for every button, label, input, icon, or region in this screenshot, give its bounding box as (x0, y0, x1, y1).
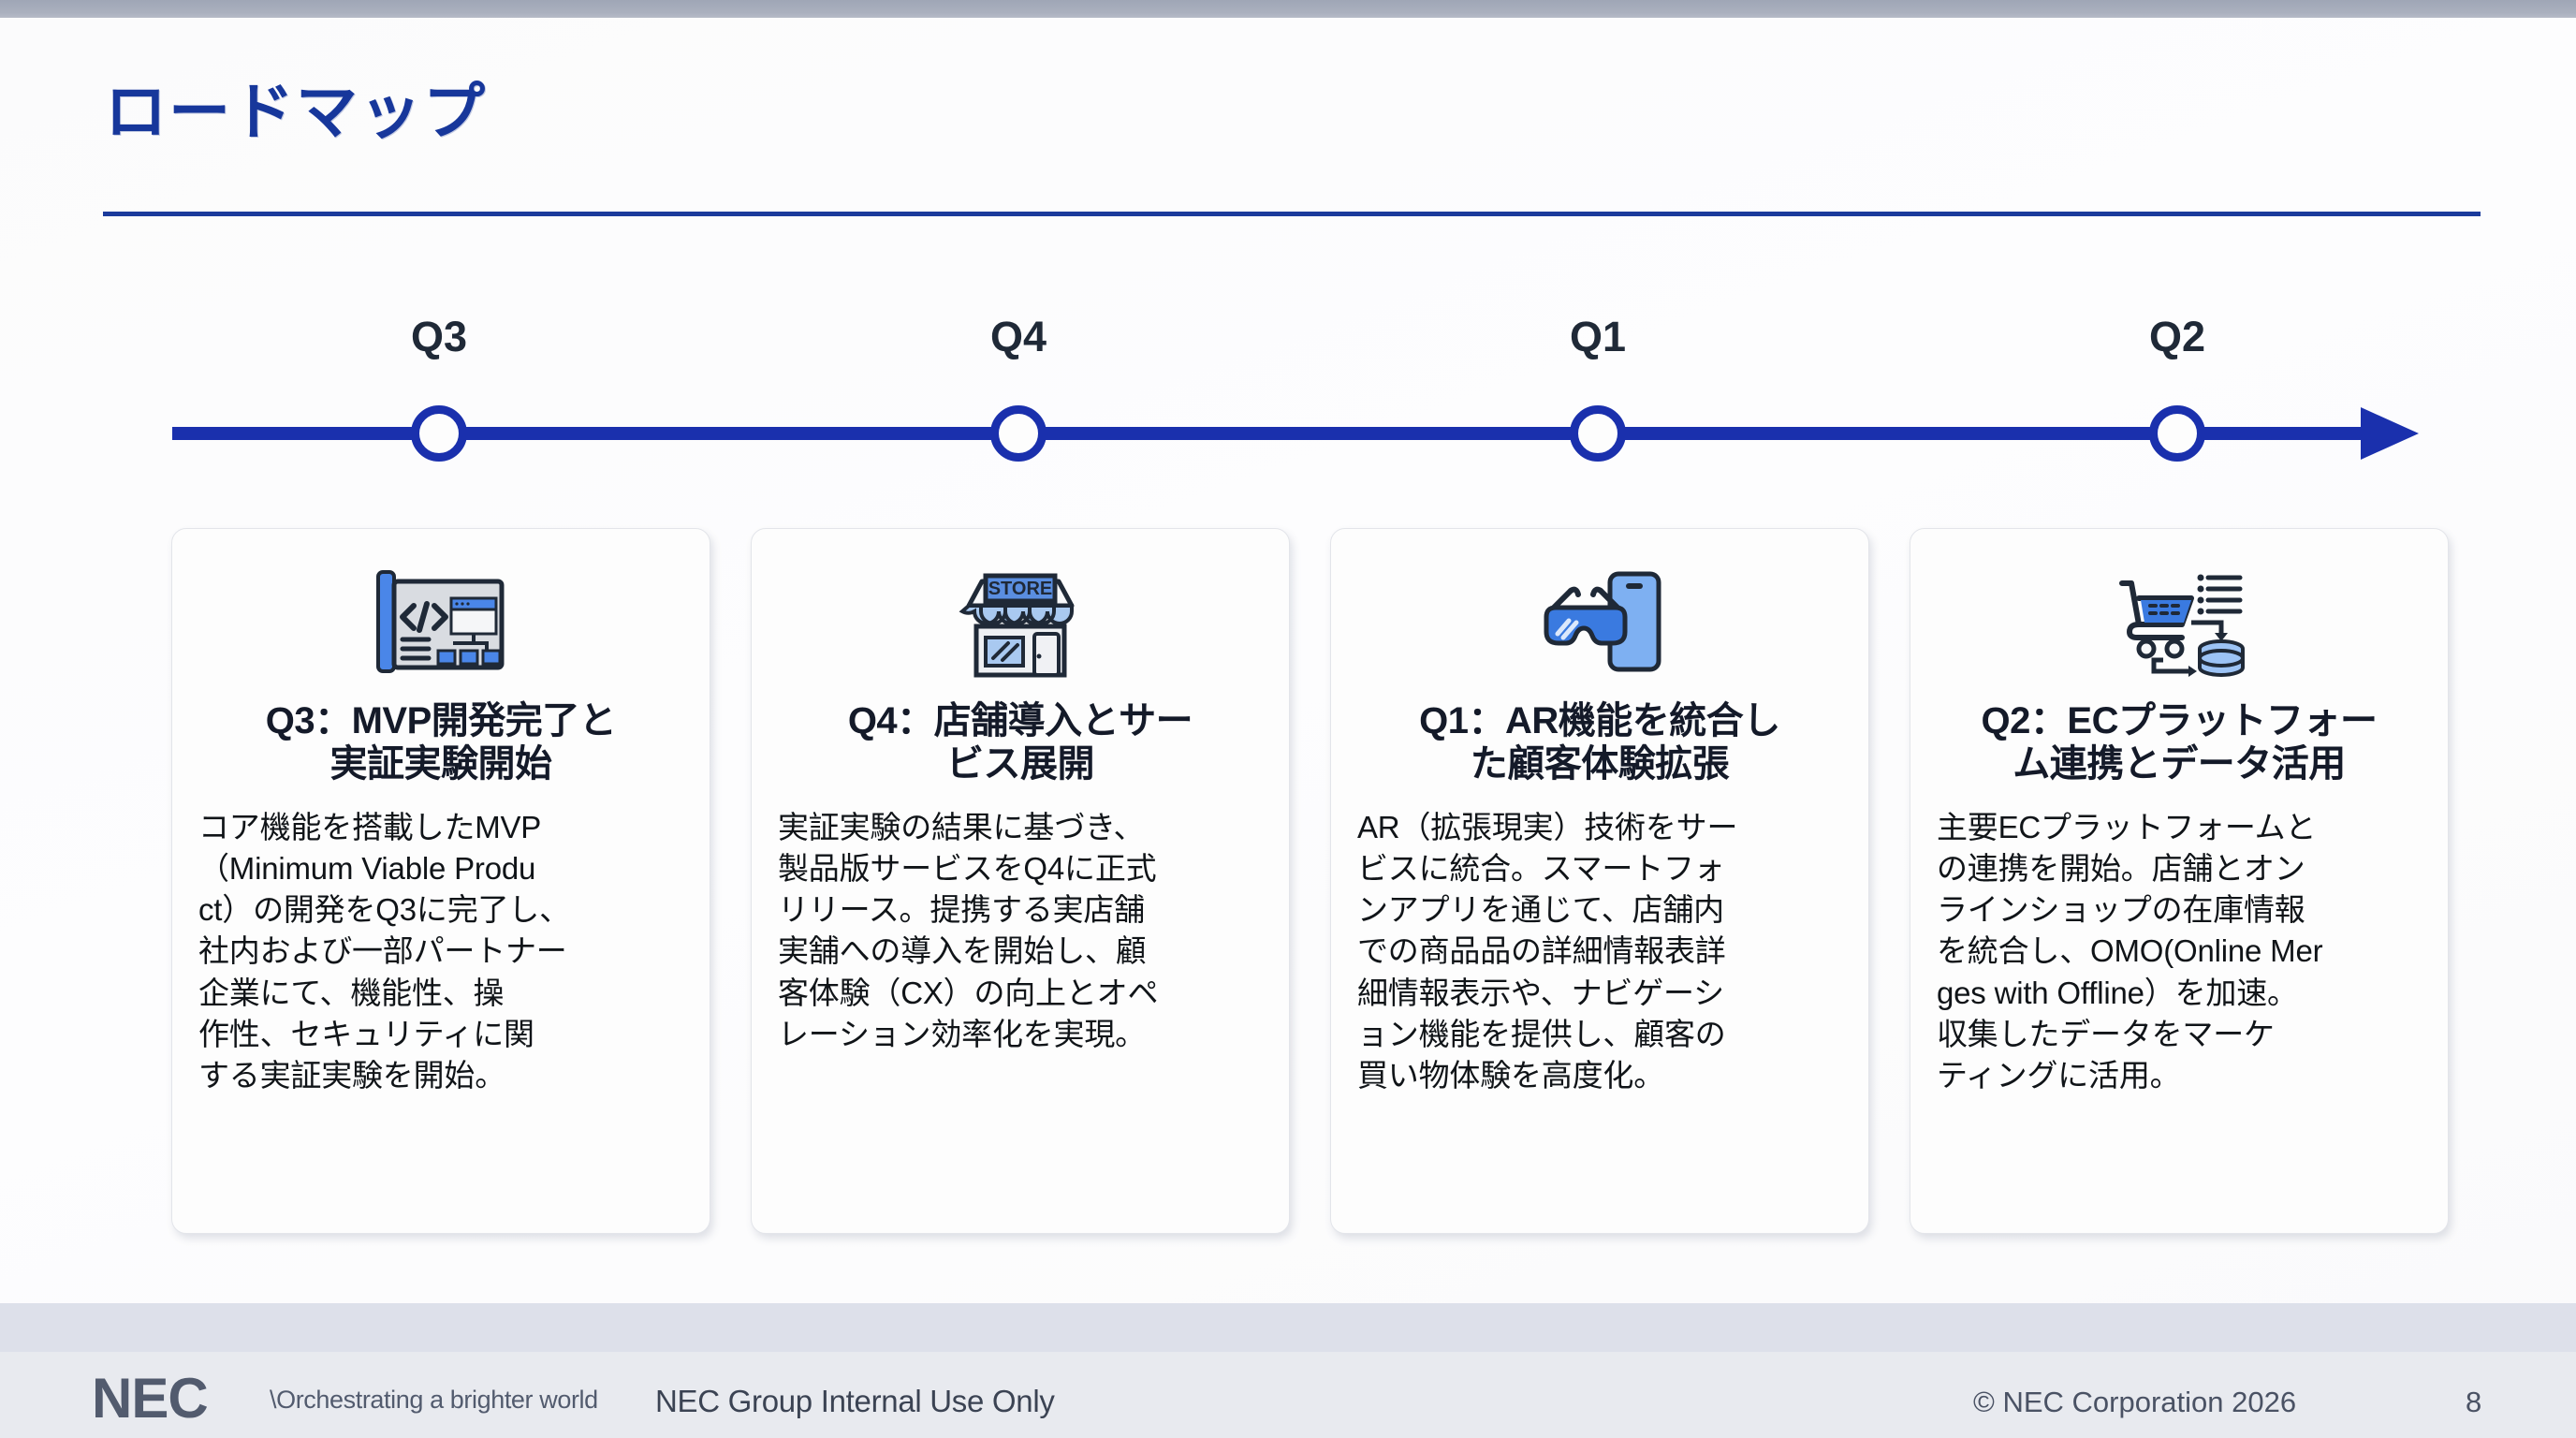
timeline-arrowhead-icon (2361, 407, 2419, 460)
svg-text:STORE: STORE (988, 579, 1053, 599)
milestone-card-q3[interactable]: Q3：MVP開発完了と 実証実験開始 コア機能を搭載したMVP （Minimum… (171, 528, 710, 1234)
timeline-label-q4: Q4 (989, 313, 1047, 360)
page-title: ロードマップ (105, 77, 487, 146)
top-accent-bar (0, 0, 2576, 18)
footer-page-number: 8 (2466, 1386, 2482, 1418)
timeline-node-q4[interactable] (990, 405, 1046, 462)
cart-database-icon (2095, 561, 2263, 682)
milestone-card-body: 実証実験の結果に基づき、 製品版サービスをQ4に正式 リリース。提携する実店舗 … (778, 809, 1159, 1051)
milestone-card-title: Q2：ECプラットフォー ム連携とデータ活用 (1981, 700, 2378, 785)
timeline-label-q2: Q2 (2148, 313, 2206, 360)
milestone-card-title: Q1：AR機能を統合し た顧客体験拡張 (1419, 700, 1780, 785)
footer-bar (0, 1352, 2576, 1438)
blueprint-code-icon (357, 561, 525, 682)
footer-band (0, 1303, 2576, 1352)
footer-copyright: © NEC Corporation 2026 (1973, 1386, 2297, 1418)
milestone-cards: Q3：MVP開発完了と 実証実験開始 コア機能を搭載したMVP （Minimum… (0, 528, 2576, 1240)
milestone-card-q2[interactable]: Q2：ECプラットフォー ム連携とデータ活用 主要ECプラットフォームと の連携… (1910, 528, 2449, 1234)
milestone-card-body: 主要ECプラットフォームと の連携を開始。店舗とオン ラインショップの在庫情報 … (1937, 809, 2323, 1093)
timeline-node-q2[interactable] (2149, 405, 2205, 462)
timeline-label-q3: Q3 (410, 313, 468, 360)
timeline-label-q1: Q1 (1569, 313, 1627, 360)
timeline-line (172, 427, 2381, 440)
nec-tagline: \Orchestrating a brighter world (270, 1386, 598, 1414)
milestone-card-title: Q4：店舗導入とサー ビス展開 (847, 700, 1193, 785)
milestone-card-body: AR（拡張現実）技術をサー ビスに統合。スマートフォ ンアプリを通じて、店舗内 … (1357, 809, 1738, 1093)
milestone-card-body: コア機能を搭載したMVP （Minimum Viable Produ ct）の開… (198, 809, 570, 1093)
ar-glasses-phone-icon (1515, 561, 1684, 682)
title-divider (103, 212, 2481, 216)
milestone-card-q4[interactable]: STORE Q4：店舗導入とサー ビス展開 実証実験の結果に基づき、 製品版サー… (751, 528, 1290, 1234)
timeline-node-q1[interactable] (1570, 405, 1626, 462)
footer-use-notice: NEC Group Internal Use Only (655, 1384, 1055, 1418)
milestone-card-title: Q3：MVP開発完了と 実証実験開始 (265, 700, 617, 785)
milestone-card-q1[interactable]: Q1：AR機能を統合し た顧客体験拡張 AR（拡張現実）技術をサー ビスに統合。… (1330, 528, 1869, 1234)
timeline-node-q3[interactable] (411, 405, 467, 462)
nec-logo: NEC (92, 1367, 209, 1430)
storefront-icon: STORE (936, 561, 1105, 682)
